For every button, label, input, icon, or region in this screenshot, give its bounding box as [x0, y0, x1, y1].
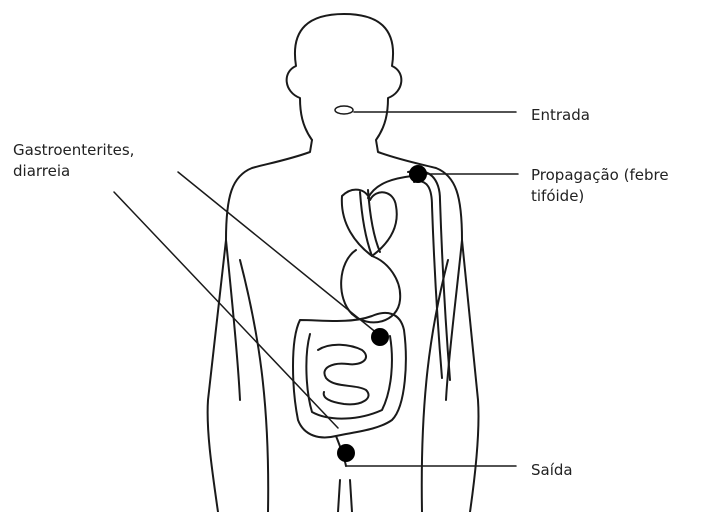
- crotch: [338, 480, 352, 512]
- small-intestine: [318, 345, 369, 405]
- marker-propagacao: [409, 165, 427, 183]
- label-gastroenterites-line1: Gastroenterites,: [13, 140, 134, 161]
- label-propagacao-line2: tifóide): [531, 186, 669, 207]
- left-waist: [240, 260, 268, 512]
- label-propagacao: Propagação (febre tifóide): [531, 165, 669, 207]
- mouth: [335, 106, 353, 114]
- artery-arm: [408, 171, 450, 380]
- right-arm-inner: [446, 240, 462, 400]
- leader-gastro-1: [178, 172, 378, 334]
- left-arm-inner: [226, 240, 240, 400]
- label-gastroenterites: Gastroenterites, diarreia: [13, 140, 134, 182]
- artery-arm-2: [414, 181, 442, 378]
- label-saida: Saída: [531, 460, 573, 481]
- marker-gastro: [371, 328, 389, 346]
- marker-saida: [337, 444, 355, 462]
- label-gastroenterites-line2: diarreia: [13, 161, 134, 182]
- label-entrada: Entrada: [531, 105, 590, 126]
- label-propagacao-line1: Propagação (febre: [531, 165, 669, 186]
- body-outline-left: [208, 140, 312, 512]
